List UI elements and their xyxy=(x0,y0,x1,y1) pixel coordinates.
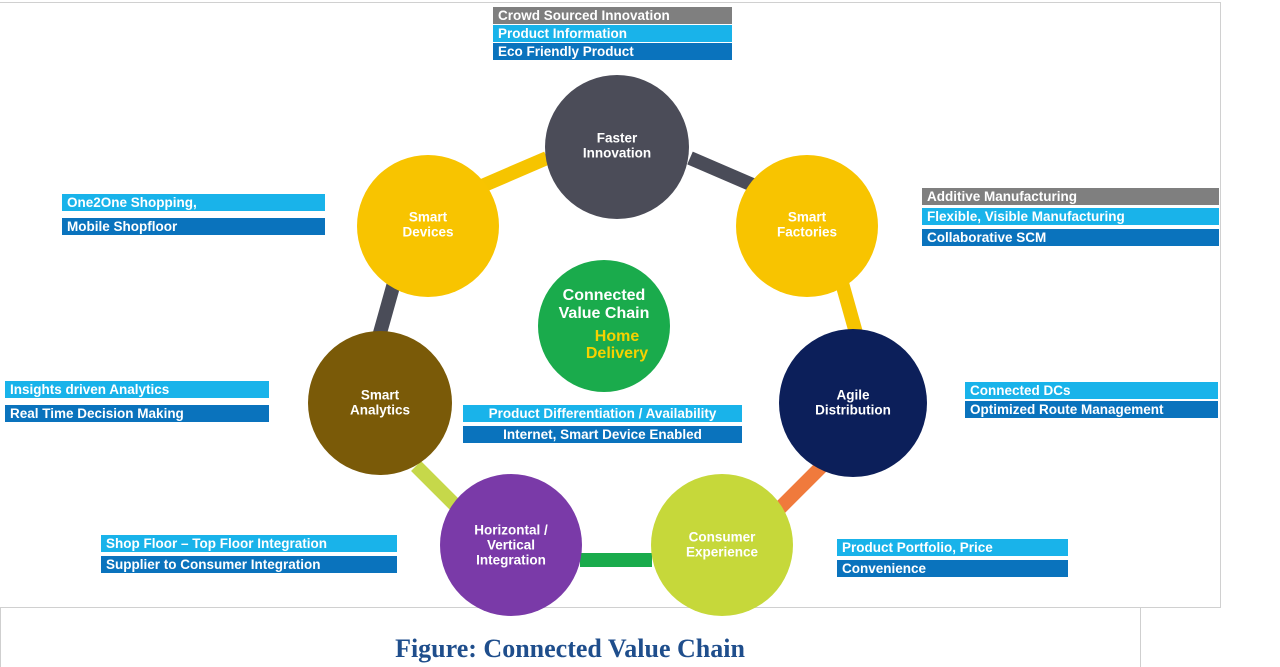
tag-convenience: Convenience xyxy=(837,560,1068,577)
node-circle xyxy=(736,155,878,297)
node-label-line1: Faster xyxy=(597,131,638,146)
node-label-line2: Vertical xyxy=(487,538,535,553)
connector-innovation-factories xyxy=(687,151,758,193)
center-subtitle-line2: Delivery xyxy=(586,345,648,362)
connector-integration-analytics xyxy=(411,461,463,513)
center-title-line1: Connected xyxy=(563,287,646,304)
connector-devices-innovation xyxy=(479,151,550,193)
tag-optimized-route-management: Optimized Route Management xyxy=(965,401,1218,418)
center-circle xyxy=(538,260,670,392)
tag-product-differentiation-availability: Product Differentiation / Availability xyxy=(463,405,742,422)
tag-internet-smart-device-enabled: Internet, Smart Device Enabled xyxy=(463,426,742,443)
tag-additive-manufacturing: Additive Manufacturing xyxy=(922,188,1219,205)
node-label-line1: Agile xyxy=(836,388,869,403)
node-consumer-experience: Consumer Experience xyxy=(651,474,793,616)
connector-distribution-consumer xyxy=(775,461,827,513)
node-label-line1: Smart xyxy=(788,210,827,225)
node-circle xyxy=(779,329,927,477)
page-rule-left xyxy=(0,608,1,667)
tag-real-time-decision-making: Real Time Decision Making xyxy=(5,405,269,422)
node-label-line2: Factories xyxy=(777,225,837,240)
ring-connectors xyxy=(371,151,865,567)
node-label-line2: Experience xyxy=(686,545,759,560)
tag-one2one-shopping: One2One Shopping, xyxy=(62,194,325,211)
node-circle xyxy=(308,331,452,475)
page-rule-right xyxy=(1140,608,1141,667)
tag-insights-driven-analytics: Insights driven Analytics xyxy=(5,381,269,398)
node-circle xyxy=(357,155,499,297)
center-subtitle-line1: Home xyxy=(595,328,640,345)
tag-collaborative-scm: Collaborative SCM xyxy=(922,229,1219,246)
tag-mobile-shopfloor: Mobile Shopfloor xyxy=(62,218,325,235)
tag-supplier-to-consumer-integration: Supplier to Consumer Integration xyxy=(101,556,397,573)
node-label-line2: Distribution xyxy=(815,403,891,418)
tag-product-information: Product Information xyxy=(493,25,732,42)
node-label-line2: Analytics xyxy=(350,403,410,418)
tag-connected-dcs: Connected DCs xyxy=(965,382,1218,399)
node-circle xyxy=(651,474,793,616)
node-label-line3: Integration xyxy=(476,553,546,568)
node-circle xyxy=(545,75,689,219)
node-label-line2: Innovation xyxy=(583,146,651,161)
node-smart-analytics: Smart Analytics xyxy=(308,331,452,475)
node-label-line2: Devices xyxy=(402,225,453,240)
center-title-line2: Value Chain xyxy=(559,305,650,322)
center-hub: Connected Value Chain Home Delivery xyxy=(538,260,670,392)
tag-flexible-visible-manufacturing: Flexible, Visible Manufacturing xyxy=(922,208,1219,225)
tag-product-portfolio-price: Product Portfolio, Price xyxy=(837,539,1068,556)
node-label-line1: Smart xyxy=(361,388,400,403)
node-label-line1: Horizontal / xyxy=(474,523,548,538)
node-smart-devices: Smart Devices xyxy=(357,155,499,297)
tag-crowd-sourced-innovation: Crowd Sourced Innovation xyxy=(493,7,732,24)
figure-caption: Figure: Connected Value Chain xyxy=(395,634,745,663)
node-agile-distribution: Agile Distribution xyxy=(779,329,927,477)
figure-frame xyxy=(0,2,1221,608)
node-label-line1: Consumer xyxy=(689,530,757,545)
node-smart-factories: Smart Factories xyxy=(736,155,878,297)
node-horizontal-vertical-integration: Horizontal / Vertical Integration xyxy=(440,474,582,616)
connector-analytics-devices xyxy=(371,281,401,342)
node-circle xyxy=(440,474,582,616)
tag-eco-friendly-product: Eco Friendly Product xyxy=(493,43,732,60)
node-faster-innovation: Faster Innovation xyxy=(545,75,689,219)
tag-shop-floor-top-floor-integration: Shop Floor – Top Floor Integration xyxy=(101,535,397,552)
node-label-line1: Smart xyxy=(409,210,448,225)
